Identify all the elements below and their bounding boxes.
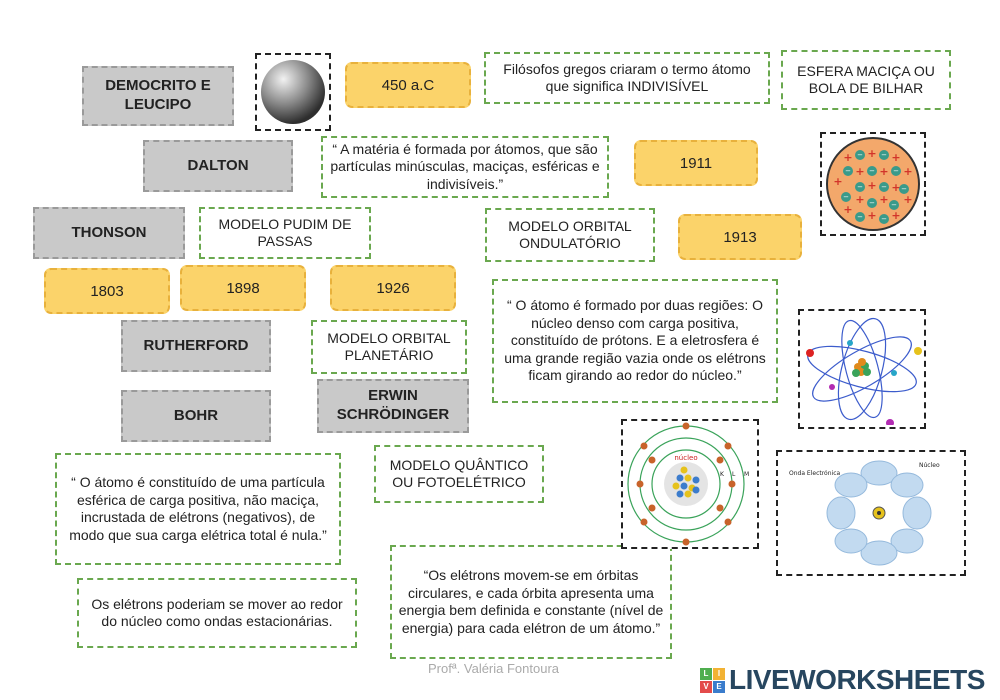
year-450ac[interactable]: 450 a.C [345,62,471,108]
svg-text:+: + [903,193,912,206]
solid-sphere-icon [261,60,325,124]
text-filosofos[interactable]: Filósofos gregos criaram o termo átomo q… [484,52,770,104]
text-esferica-positiva[interactable]: “ O átomo é constituído de uma partícula… [55,453,341,565]
author-credit: Profª. Valéria Fontoura [428,661,560,676]
svg-text:−: − [893,167,899,175]
orbital-atom-icon [806,317,922,425]
shell-k-label: K [720,471,725,478]
svg-text:−: − [845,167,851,175]
svg-text:+: + [879,193,888,206]
text-orbital-ondulatorio[interactable]: MODELO ORBITAL ONDULATÓRIO [485,208,655,262]
svg-text:+: + [891,151,900,164]
year-1911[interactable]: 1911 [634,140,758,186]
bohr-atom-icon: núcleo K L M [627,422,749,546]
svg-text:−: − [881,183,887,191]
svg-text:+: + [843,151,852,164]
svg-text:+: + [855,193,864,206]
svg-text:+: + [867,179,876,192]
svg-text:−: − [869,199,875,207]
svg-text:−: − [857,213,863,221]
text-ondas[interactable]: Os elétrons poderiam se mover ao redor d… [77,578,357,648]
text-pudim[interactable]: MODELO PUDIM DE PASSAS [199,207,371,259]
svg-text:+: + [903,165,912,178]
svg-text:+: + [855,165,864,178]
shell-l-label: L [732,471,736,478]
svg-text:+: + [891,181,900,194]
name-democrito[interactable]: DEMOCRITO E LEUCIPO [82,66,234,126]
year-1926[interactable]: 1926 [330,265,456,311]
svg-text:+: + [867,209,876,222]
svg-text:+: + [891,209,900,222]
year-1898[interactable]: 1898 [180,265,306,311]
svg-text:−: − [881,151,887,159]
text-orbital-planetario[interactable]: MODELO ORBITAL PLANETÁRIO [311,320,467,374]
plum-pudding-icon: −− −−− −−− −−− −− +++ +++ +++ +++ +++ [826,137,920,231]
svg-text:+: + [843,203,852,216]
image-plum-pudding[interactable]: −− −−− −−− −−− −− +++ +++ +++ +++ +++ [820,132,926,236]
svg-text:+: + [833,175,842,188]
svg-text:−: − [857,183,863,191]
text-orbitas[interactable]: “Os elétrons movem-se em órbitas circula… [390,545,672,659]
image-rutherford-atom[interactable] [798,309,926,429]
shell-m-label: M [744,471,749,478]
svg-text:−: − [901,185,907,193]
image-bohr-atom[interactable]: núcleo K L M [621,419,759,549]
text-esfera[interactable]: ESFERA MACIÇA OU BOLA DE BILHAR [781,50,951,110]
svg-text:−: − [869,167,875,175]
svg-text:−: − [843,193,849,201]
year-1913[interactable]: 1913 [678,214,802,260]
svg-text:+: + [879,165,888,178]
svg-text:−: − [891,201,897,209]
svg-text:−: − [881,215,887,223]
text-quantico[interactable]: MODELO QUÂNTICO OU FOTOELÉTRICO [374,445,544,503]
svg-text:+: + [867,147,876,160]
year-1803[interactable]: 1803 [44,268,170,314]
wave-nucleus-label: Núcleo [919,462,940,469]
name-rutherford[interactable]: RUTHERFORD [121,320,271,372]
wave-label: Onda Electrónica [789,470,840,477]
text-duas-regioes[interactable]: “ O átomo é formado por duas regiões: O … [492,279,778,403]
text-materia[interactable]: “ A matéria é formada por átomos, que sã… [321,136,609,198]
wave-atom-icon: Onda Electrónica Núcleo [789,460,940,566]
bohr-nucleus-label: núcleo [674,454,697,462]
name-schrodinger[interactable]: ERWIN SCHRÖDINGER [317,379,469,433]
image-wave-atom[interactable]: Onda Electrónica Núcleo [776,450,966,576]
name-bohr[interactable]: BOHR [121,390,271,442]
name-thonson[interactable]: THONSON [33,207,185,259]
brand-name: LIVEWORKSHEETS [729,664,985,695]
image-solid-sphere[interactable] [255,53,331,131]
name-dalton[interactable]: DALTON [143,140,293,192]
svg-text:−: − [857,151,863,159]
